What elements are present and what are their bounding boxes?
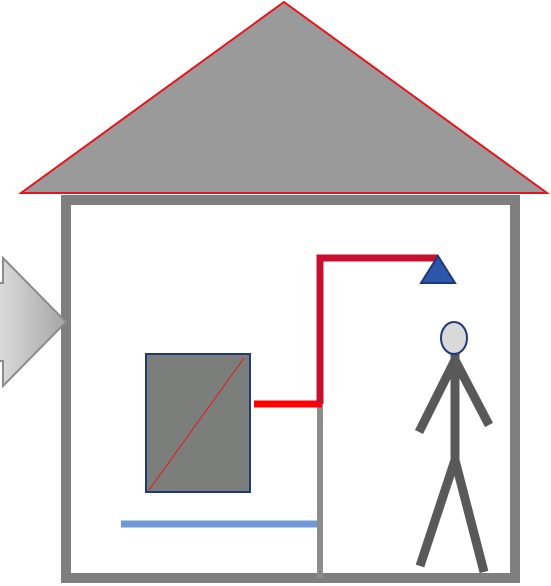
person-left-arm bbox=[414, 357, 460, 435]
hot-water-pipe-upper bbox=[316, 254, 438, 404]
person-stick-figure-icon bbox=[414, 321, 493, 574]
shower-head-icon bbox=[419, 254, 457, 284]
person-right-arm bbox=[451, 357, 493, 428]
inlet-arrow-icon bbox=[0, 255, 68, 389]
person-right-leg bbox=[450, 458, 489, 574]
water-heater-body bbox=[145, 353, 251, 493]
person-left-leg bbox=[415, 458, 460, 568]
person-head bbox=[440, 321, 468, 355]
house-roof bbox=[17, 0, 551, 194]
water-heater-diagonal bbox=[148, 357, 245, 491]
house-walls bbox=[61, 195, 520, 583]
water-heater-icon bbox=[145, 353, 251, 493]
